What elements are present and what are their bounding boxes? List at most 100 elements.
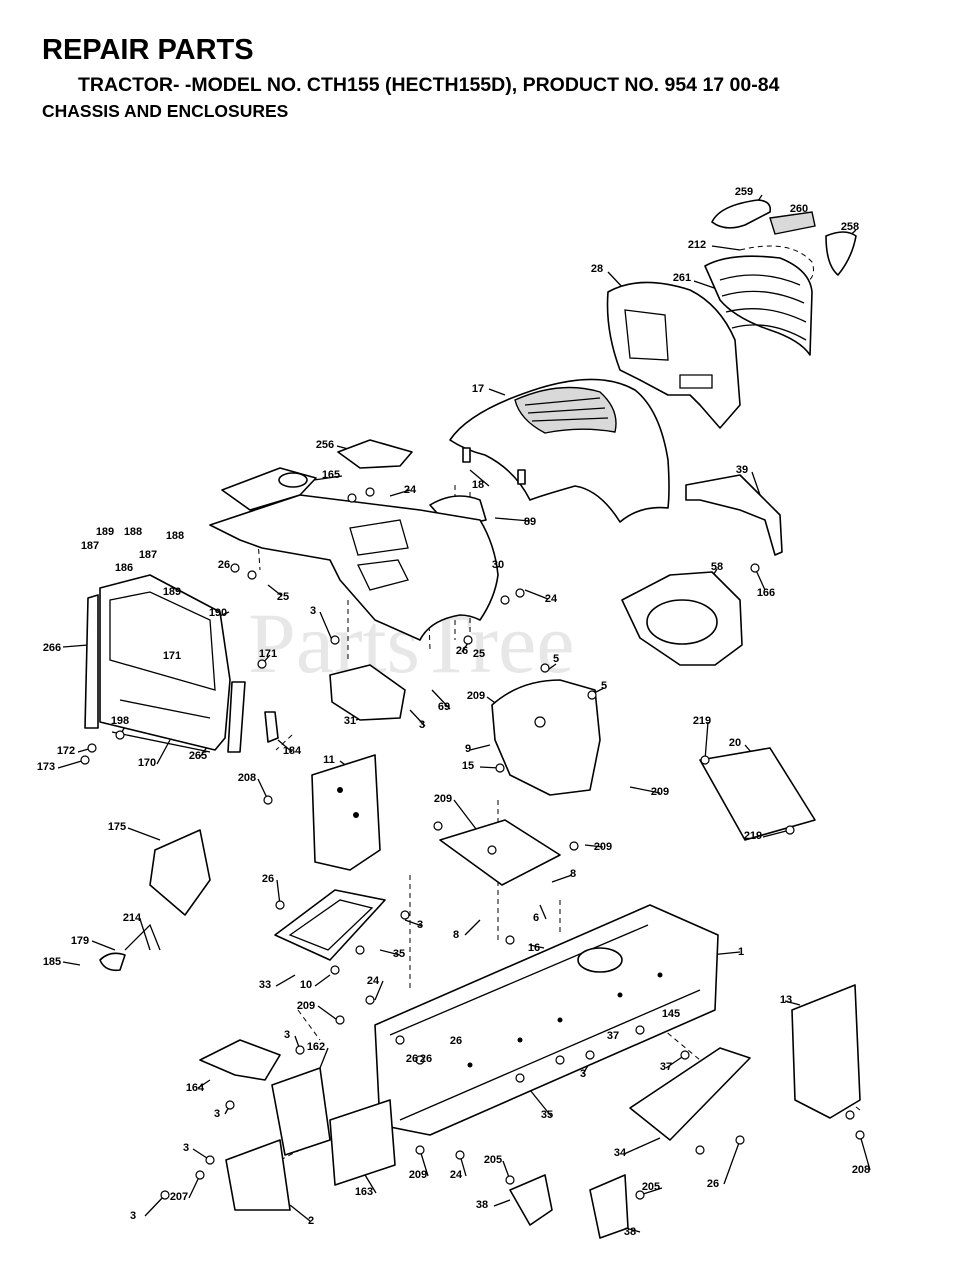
callout-3f: 3 [214, 1108, 220, 1120]
rod-214 [124, 923, 161, 951]
callout-26c: 26 [262, 873, 274, 885]
fuel-tank-cover-58 [621, 571, 743, 666]
callout-184: 184 [283, 745, 302, 757]
callout-8b: 8 [453, 929, 459, 941]
callout-89: 89 [524, 516, 536, 528]
callout-258: 258 [841, 221, 859, 233]
callout-26f: 26 [420, 1053, 432, 1065]
bracket-162 [271, 1067, 331, 1156]
callout-187a: 187 [81, 540, 99, 552]
bracket-38-right [589, 1174, 629, 1239]
grille-261 [704, 255, 813, 356]
callout-6: 6 [533, 912, 539, 924]
page-title: REPAIR PARTS [42, 34, 254, 66]
wire-harness-212 [739, 245, 814, 286]
callout-145: 145 [662, 1008, 680, 1020]
callout-219a: 219 [693, 715, 711, 727]
callout-209d: 209 [594, 841, 612, 853]
callout-209a: 209 [467, 690, 485, 702]
callout-11: 11 [323, 754, 335, 766]
callout-212: 212 [688, 239, 706, 251]
callout-39: 39 [736, 464, 748, 476]
callout-26e: 26 [406, 1053, 418, 1065]
pedal-185 [99, 952, 126, 972]
callout-165: 165 [322, 469, 340, 481]
dash-support-9 [491, 679, 601, 796]
callout-3a: 3 [310, 605, 316, 617]
bracket-164 [199, 1039, 281, 1081]
callout-189b: 189 [163, 586, 181, 598]
callout-26a: 26 [218, 559, 230, 571]
front-panel-170 [99, 574, 231, 753]
bracket-184 [264, 711, 279, 743]
hood-17 [449, 378, 670, 523]
callout-69: 69 [438, 701, 450, 713]
bracket-163 [329, 1099, 396, 1186]
callout-170: 170 [138, 757, 156, 769]
callout-38a: 38 [476, 1199, 488, 1211]
callout-35a: 35 [393, 948, 405, 960]
callout-205a: 205 [484, 1154, 502, 1166]
callout-10: 10 [300, 979, 312, 991]
callout-33: 33 [259, 979, 271, 991]
callout-38b: 38 [624, 1226, 636, 1238]
callout-214: 214 [123, 912, 142, 924]
callout-24b: 24 [545, 593, 558, 605]
callout-35b: 35 [541, 1109, 553, 1121]
callout-18: 18 [472, 479, 484, 491]
callout-30: 30 [492, 559, 504, 571]
callout-37a: 37 [607, 1030, 619, 1042]
callout-26g: 26 [707, 1178, 719, 1190]
callout-3d: 3 [284, 1029, 290, 1041]
callout-162: 162 [307, 1041, 325, 1053]
callout-259: 259 [735, 186, 753, 198]
trim-strip-265 [227, 681, 246, 753]
side-panel-13 [791, 984, 861, 1119]
callout-37b: 37 [660, 1061, 672, 1073]
callout-209b: 209 [651, 786, 669, 798]
model-subtitle: TRACTOR- -MODEL NO. CTH155 (HECTH155D), … [78, 74, 780, 96]
callout-261: 261 [673, 272, 691, 284]
callout-185: 185 [43, 956, 61, 968]
bracket-38-left [509, 1174, 553, 1226]
callout-173: 173 [37, 761, 55, 773]
callout-15: 15 [462, 760, 474, 772]
callout-24c: 24 [367, 975, 380, 987]
callout-3h: 3 [130, 1210, 136, 1222]
callout-188b: 188 [166, 530, 184, 542]
callout-24d: 24 [450, 1169, 463, 1181]
callout-186: 186 [115, 562, 133, 574]
headlight-lens-259 [711, 199, 772, 229]
footrest-34 [629, 1047, 751, 1141]
callout-3b: 3 [419, 719, 425, 731]
callout-25b: 25 [473, 648, 485, 660]
callout-179: 179 [71, 935, 89, 947]
callout-219b: 219 [744, 830, 762, 842]
callout-3e: 3 [580, 1068, 586, 1080]
bracket-31 [329, 664, 406, 721]
callout-171b: 171 [259, 648, 277, 660]
callout-172: 172 [57, 745, 75, 757]
callout-13: 13 [780, 994, 792, 1006]
callout-2: 2 [308, 1215, 314, 1227]
callout-17: 17 [472, 383, 484, 395]
headlight-258 [825, 231, 857, 276]
trim-strip-266 [84, 594, 99, 729]
callout-31: 31 [344, 715, 356, 727]
bracket-2 [225, 1139, 291, 1211]
side-panel-11 [311, 754, 381, 871]
callout-8a: 8 [570, 868, 576, 880]
callout-190: 190 [209, 607, 227, 619]
callout-163: 163 [355, 1186, 373, 1198]
callout-28: 28 [591, 263, 603, 275]
callout-20: 20 [729, 737, 741, 749]
mount-plate-20 [699, 747, 816, 841]
callout-9: 9 [465, 743, 471, 755]
callout-209c: 209 [434, 793, 452, 805]
dash-panel-30 [209, 494, 499, 641]
fasteners [80, 487, 865, 1200]
section-title: CHASSIS AND ENCLOSURES [42, 101, 289, 121]
callout-266: 266 [43, 642, 61, 654]
